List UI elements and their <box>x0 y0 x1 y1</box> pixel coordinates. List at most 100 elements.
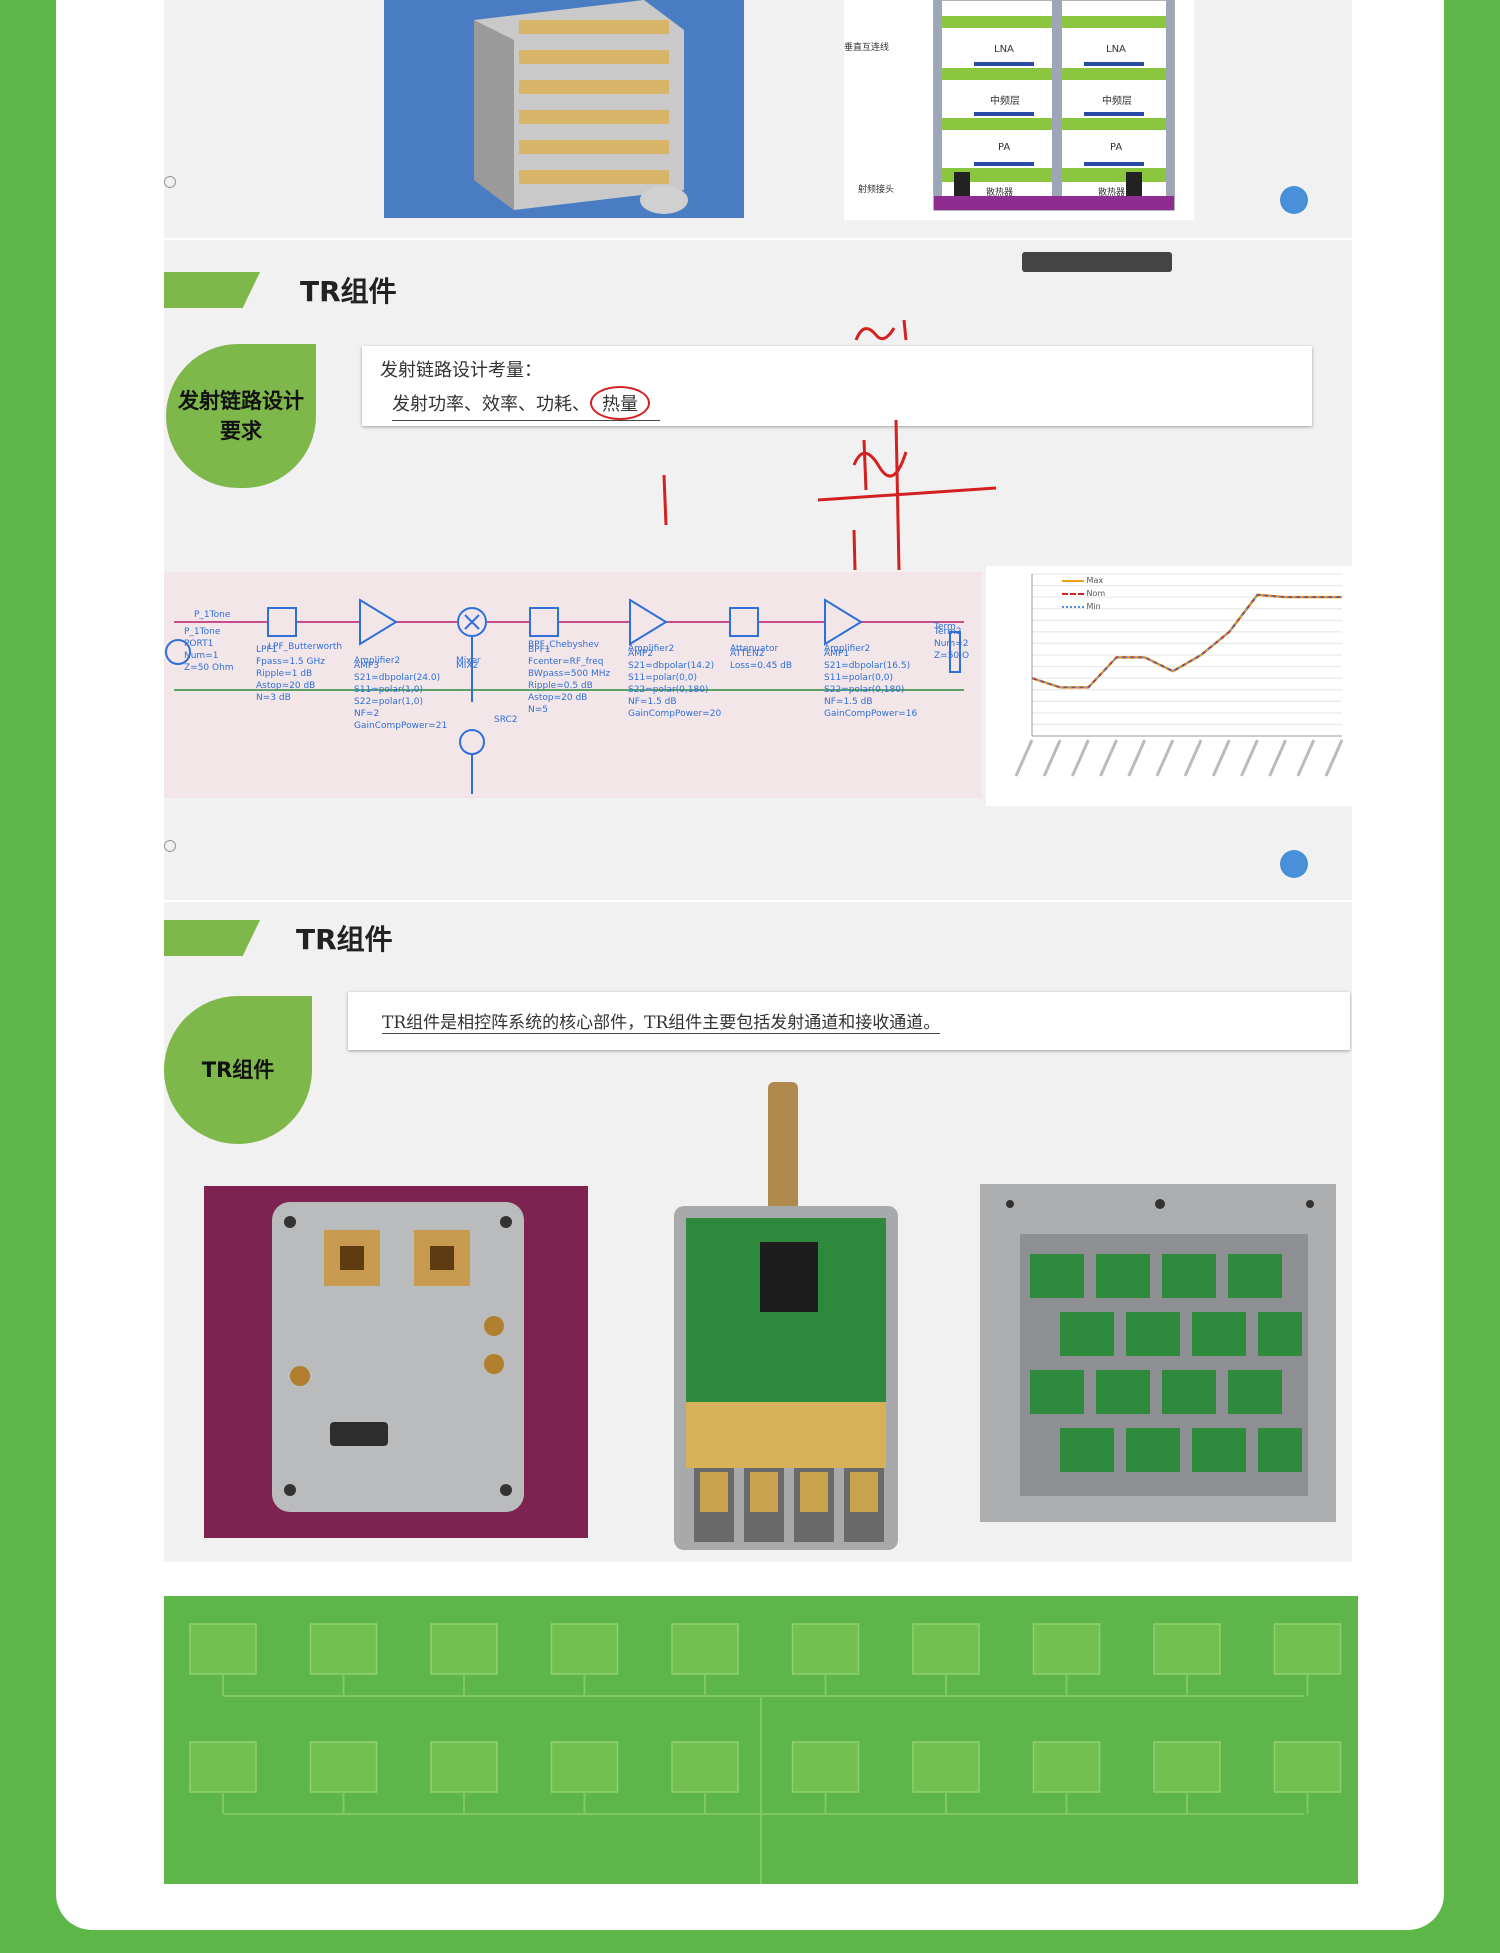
antenna-array-panel <box>164 1596 1358 1884</box>
svg-text:Astop=20 dB: Astop=20 dB <box>256 681 315 691</box>
legend-entry-nom: Nom <box>1062 587 1105 600</box>
svg-text:S22=polar(0,180): S22=polar(0,180) <box>628 685 708 695</box>
svg-text:S22=polar(0,180): S22=polar(0,180) <box>824 685 904 695</box>
circuit-label-amp-b: Amplifier2 <box>628 644 675 654</box>
antenna-array-graphic <box>189 1623 1342 1884</box>
chat-bubble-icon[interactable] <box>1280 186 1308 214</box>
chart-x-tick-label <box>1268 739 1288 777</box>
patch-element <box>671 1623 739 1675</box>
svg-text:Astop=20 dB: Astop=20 dB <box>528 693 587 703</box>
svg-text:Fpass=1.5 GHz: Fpass=1.5 GHz <box>256 657 325 667</box>
svg-text:AMP3: AMP3 <box>354 661 379 671</box>
circuit-label-source: P_1Tone <box>194 610 231 620</box>
svg-text:Z=50 O: Z=50 O <box>934 651 969 661</box>
design-requirements-note: 发射链路设计考量： 发射功率、效率、功耗、热量 <box>362 346 1312 426</box>
circuit-label-bpf: BPF_Chebyshev <box>528 640 600 650</box>
chart-x-tick-label <box>1042 739 1062 777</box>
patch-element <box>430 1623 498 1675</box>
chart-x-tick-label <box>1127 739 1147 777</box>
patch-element <box>550 1623 619 1675</box>
section-label-line2: 要求 <box>220 419 262 443</box>
svg-text:BPF1: BPF1 <box>528 645 551 655</box>
patch-element <box>309 1741 378 1793</box>
svg-text:AMP2: AMP2 <box>628 649 653 659</box>
diagram-label-lna-right: LNA <box>1106 44 1126 55</box>
diagram-base-label-right: 散热器 <box>1098 188 1126 198</box>
section-label-badge: 发射链路设计 要求 <box>166 344 316 488</box>
patch-element <box>1153 1741 1221 1793</box>
tr-box-photo <box>204 1186 588 1538</box>
patch-element <box>791 1623 860 1675</box>
patch-element <box>550 1741 619 1793</box>
svg-text:Num=1: Num=1 <box>184 651 218 661</box>
svg-text:Fcenter=RF_freq: Fcenter=RF_freq <box>528 657 604 667</box>
chart-series-line-2 <box>1031 594 1342 689</box>
tr-module-description-note: TR组件是相控阵系统的核心部件，TR组件主要包括发射通道和接收通道。 <box>348 992 1350 1050</box>
chart-series-line-1 <box>1031 593 1342 689</box>
chart-x-tick-label <box>1070 739 1090 777</box>
section-label-text: TR组件 <box>201 1058 275 1082</box>
slide-transmit-chain: TR组件 发射链路设计 要求 发射链路设计考量： 发射功率、效率、功耗、热量 <box>164 240 1352 900</box>
svg-text:S21=dbpolar(24.0): S21=dbpolar(24.0) <box>354 673 440 683</box>
chart-x-tick-label <box>1155 739 1175 777</box>
patch-element <box>430 1741 498 1793</box>
svg-text:Loss=0.45 dB: Loss=0.45 dB <box>730 661 792 671</box>
patch-element <box>189 1741 257 1793</box>
slide-title: TR组件 <box>300 275 397 308</box>
diagram-label-pa-left: PA <box>998 142 1011 153</box>
svg-text:LPF1: LPF1 <box>256 645 277 655</box>
svg-text:AMP1: AMP1 <box>824 649 849 659</box>
svg-text:NF=1.5 dB: NF=1.5 dB <box>824 697 873 707</box>
chart-x-tick-label <box>1211 739 1231 777</box>
array-module-photo <box>384 0 744 218</box>
circuit-label-lpf: LPF_Butterworth <box>268 642 343 652</box>
legend-label-max: Max <box>1086 576 1104 585</box>
chart-legend: Max Nom Min <box>1062 574 1105 613</box>
svg-text:MIX2: MIX2 <box>456 661 478 671</box>
title-accent-bar <box>164 920 260 956</box>
circuit-label-mixer: Mixer <box>456 656 481 666</box>
svg-text:P_1Tone: P_1Tone <box>184 627 221 637</box>
svg-text:GainCompPower=16: GainCompPower=16 <box>824 709 917 719</box>
svg-text:ATTEN2: ATTEN2 <box>730 649 764 659</box>
note-line1: 发射链路设计考量： <box>380 360 542 381</box>
chart-x-tick-label <box>1014 739 1034 777</box>
svg-text:Term2: Term2 <box>933 627 962 637</box>
diagram-label-if-right: 中频层 <box>1102 96 1132 107</box>
patch-element <box>791 1741 860 1793</box>
patch-element <box>1153 1623 1221 1675</box>
note-circled-word: 热量 <box>590 386 650 420</box>
transmit-chain-schematic: P_1Tone PORT1 Num=1 Z=50 Ohm LPF1 Fpass=… <box>164 572 982 798</box>
legend-label-nom: Nom <box>1086 589 1106 598</box>
svg-text:N=5: N=5 <box>528 705 548 715</box>
svg-text:GainCompPower=21: GainCompPower=21 <box>354 721 447 731</box>
circuit-label-term: Term <box>934 622 956 632</box>
diagram-label-lna-left: LNA <box>994 44 1014 55</box>
diagram-side-label-bottom: 射频接头 <box>858 185 895 195</box>
svg-text:S11=polar(0,0): S11=polar(0,0) <box>824 673 893 683</box>
svg-text:S21=dbpolar(14.2): S21=dbpolar(14.2) <box>628 661 714 671</box>
chart-x-tick-label <box>1324 739 1344 777</box>
svg-text:BWpass=500 MHz: BWpass=500 MHz <box>528 669 610 679</box>
chart-x-tick-label <box>1099 739 1118 777</box>
svg-text:S11=polar(0,0): S11=polar(0,0) <box>628 673 697 683</box>
chart-x-tick-label <box>1240 739 1259 777</box>
patch-element <box>912 1623 980 1675</box>
note-line2-text: 发射功率、效率、功耗、 <box>392 394 590 415</box>
legend-entry-max: Max <box>1062 574 1105 587</box>
section-label-line1: 发射链路设计 <box>178 389 304 413</box>
handwritten-annotations <box>662 319 997 570</box>
svg-text:Num=2: Num=2 <box>934 639 968 649</box>
diagram-label-if-left: 中频层 <box>990 96 1020 107</box>
chat-bubble-icon[interactable] <box>1280 850 1308 878</box>
patch-element <box>1032 1623 1101 1675</box>
circuit-label-amp-c: Amplifier2 <box>824 644 871 654</box>
svg-text:NF=2: NF=2 <box>354 709 379 719</box>
svg-text:SRC2: SRC2 <box>494 715 518 725</box>
note-line2: 发射功率、效率、功耗、热量 <box>392 386 660 421</box>
circuit-label-attenuator: Attenuator <box>730 644 779 654</box>
legend-entry-min: Min <box>1062 600 1105 613</box>
tr-pcb-photo <box>670 1082 902 1552</box>
svg-text:S22=polar(1,0): S22=polar(1,0) <box>354 697 423 707</box>
patch-element <box>671 1741 739 1793</box>
